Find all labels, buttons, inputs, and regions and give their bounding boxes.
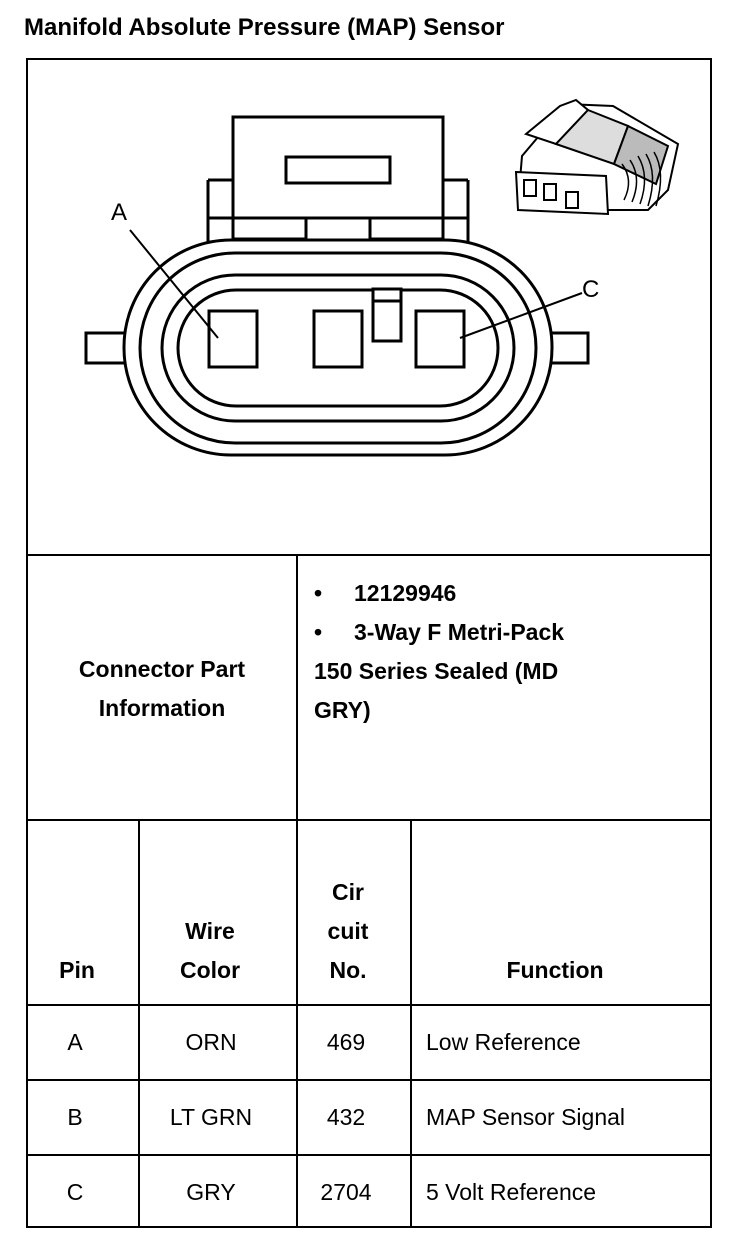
divider-part-info-vertical [296,554,298,819]
divider-col-wire [296,819,298,1226]
connector-diagram: A C [84,98,680,457]
divider-part-info [28,819,710,821]
divider-diagram [28,554,710,556]
pinout-table-frame: A C Connector Part Information •12129946… [26,58,712,1228]
divider-row-b [28,1154,710,1156]
connector-part-label: Connector Part Information [78,656,246,721]
connector-3d-illustration [514,98,680,216]
header-wire-color: Wire Color [179,918,241,983]
header-pin: Pin [59,957,95,983]
divider-row-a [28,1079,710,1081]
pin-label-c: C [582,276,599,303]
header-function: Function [506,957,604,983]
divider-header [28,1004,710,1006]
connector-part-list: •12129946 •3-Way F Metri-Pack 150 Series… [314,574,564,730]
header-circuit-no: Cir cuit No. [327,879,369,983]
page-title: Manifold Absolute Pressure (MAP) Sensor [24,14,505,41]
callout-line-a [129,229,219,339]
pin-label-a: A [111,199,127,226]
list-item: 150 Series Sealed (MD [314,658,559,684]
divider-col-pin [138,819,140,1226]
list-item: GRY) [314,697,371,723]
list-item: •3-Way F Metri-Pack [314,619,565,645]
divider-col-circuit [410,819,412,1226]
list-item: •12129946 [314,580,457,606]
callout-line-c [459,292,583,339]
